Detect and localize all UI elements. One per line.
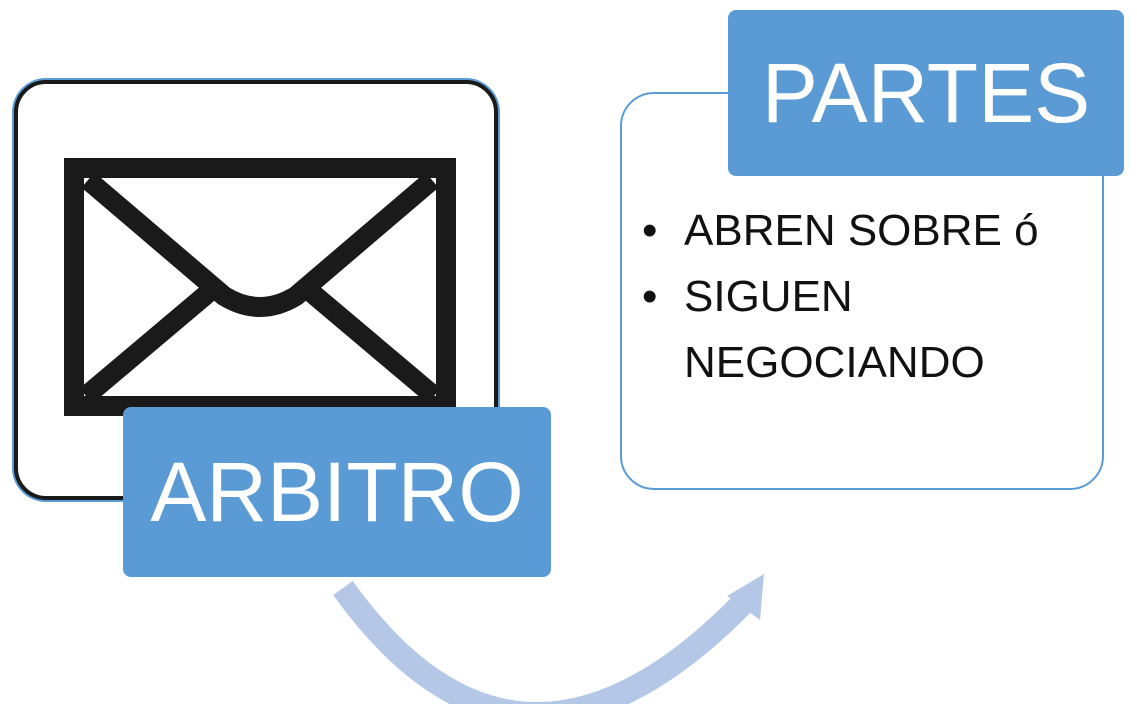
flow-arrow-head [727,574,764,620]
flow-arrow-curve [333,581,757,704]
bullet: • [642,272,658,321]
arbitro-label: ARBITRO [150,444,524,539]
arbitro-label-box: ARBITRO [123,407,551,577]
list-item-text: ABREN SOBRE ó [684,206,1039,255]
list-item: • ABREN SOBRE ó [640,198,1100,264]
list-item-text: SIGUEN NEGOCIANDO [684,272,985,387]
envelope-icon [64,158,456,416]
partes-title: PARTES [761,45,1091,140]
list-item: • SIGUEN NEGOCIANDO [640,264,1100,396]
bullet: • [642,206,658,255]
partes-list: • ABREN SOBRE ó • SIGUEN NEGOCIANDO [640,198,1100,396]
partes-title-box: PARTES [728,10,1124,176]
